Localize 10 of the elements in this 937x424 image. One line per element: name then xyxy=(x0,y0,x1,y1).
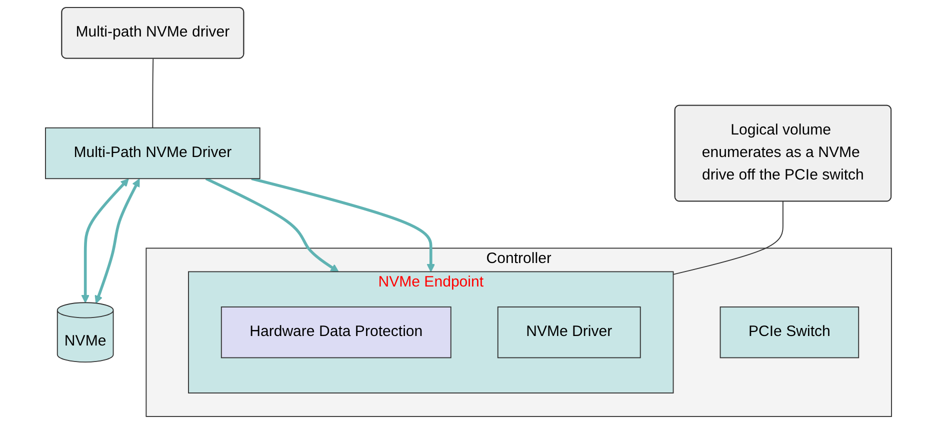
connector xyxy=(152,58,154,128)
connector xyxy=(672,200,784,275)
arrow xyxy=(94,178,140,304)
arrow xyxy=(81,178,129,304)
arrow xyxy=(251,177,436,272)
node-box: Hardware Data Protection xyxy=(220,306,452,358)
arrow xyxy=(205,177,339,272)
node-box: Multi-Path NVMe Driver xyxy=(45,127,260,180)
node-box: PCIe Switch xyxy=(720,306,860,358)
node-box: NVMe Driver xyxy=(497,306,641,358)
